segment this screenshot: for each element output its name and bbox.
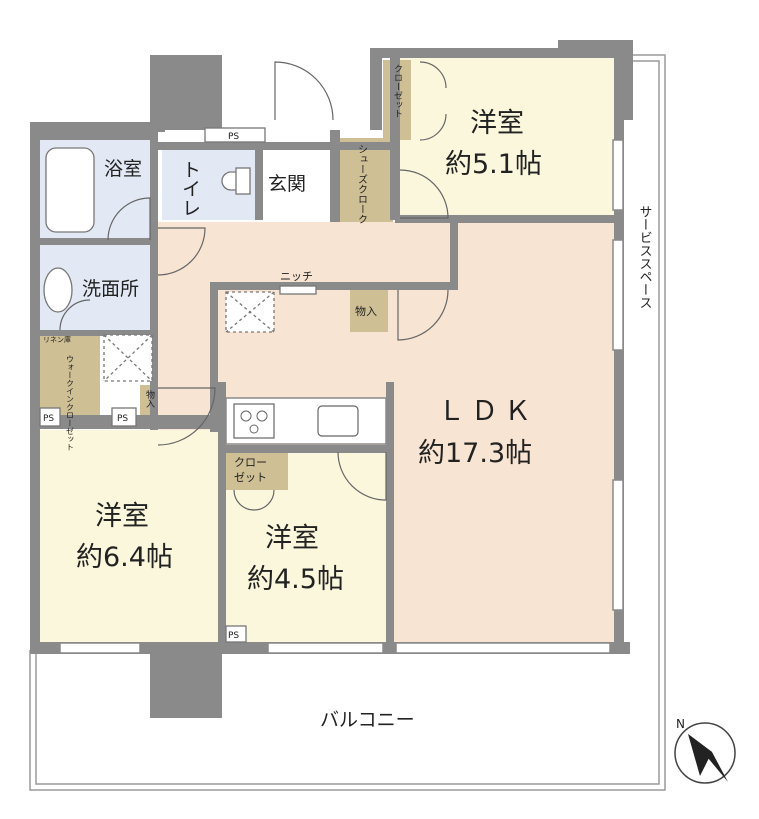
bath-label: 浴室 bbox=[104, 158, 142, 180]
closet-mid-label-1: クロー bbox=[234, 456, 267, 469]
bathtub bbox=[45, 147, 95, 233]
fixtures bbox=[39, 127, 317, 643]
closets bbox=[40, 60, 411, 490]
ldk-size: 約17.3帖 bbox=[418, 438, 532, 469]
niche-label: ニッチ bbox=[280, 270, 313, 283]
western-mid-size: 約4.5帖 bbox=[247, 564, 344, 595]
windows bbox=[59, 139, 624, 654]
interior-walls bbox=[40, 55, 615, 644]
kitchen-counter bbox=[225, 397, 387, 445]
doors bbox=[59, 61, 449, 511]
ldk-name: ＬＤＫ bbox=[438, 396, 537, 427]
western-left-size: 約6.4帖 bbox=[76, 542, 173, 573]
western-mid-name: 洋室 bbox=[265, 523, 319, 554]
compass-north-label: N bbox=[676, 717, 685, 731]
storage-label-ldk: 物入 bbox=[355, 304, 377, 318]
western-top-size: 約5.1帖 bbox=[445, 149, 542, 180]
hall-floor bbox=[158, 222, 458, 382]
ps-box-left2 bbox=[111, 407, 137, 427]
western-left-name: 洋室 bbox=[95, 501, 149, 532]
walkin-closet-label: ウォークインクローゼット bbox=[66, 355, 75, 451]
compass: N bbox=[674, 717, 736, 784]
washroom-label: 洗面所 bbox=[82, 278, 139, 300]
ps-label-mid: PS bbox=[228, 631, 239, 641]
ps-label-left: PS bbox=[43, 414, 54, 424]
linen-label: リネン庫 bbox=[43, 335, 71, 344]
balcony-outline bbox=[29, 54, 666, 791]
western-left-floor bbox=[40, 430, 218, 642]
stove bbox=[233, 403, 275, 439]
service-space-label: サービススペース bbox=[637, 205, 653, 309]
sink bbox=[317, 405, 359, 437]
ps-box-left bbox=[39, 407, 61, 427]
niche-box bbox=[279, 285, 317, 295]
storage-label-hall: 物入 bbox=[144, 389, 155, 408]
ps-box-mid bbox=[225, 625, 247, 643]
closet-mid-label-2: ゼット bbox=[234, 471, 267, 484]
western-top-floor bbox=[398, 58, 614, 218]
wash-basin bbox=[43, 267, 73, 313]
ps-label-top: PS bbox=[228, 132, 239, 142]
shoes-cloak-label: シューズクローク bbox=[356, 144, 368, 224]
balcony-label: バルコニー bbox=[320, 709, 415, 731]
ps-box-top bbox=[204, 127, 266, 143]
closet-top-label: クローゼット bbox=[392, 64, 403, 118]
ps-label-left2: PS bbox=[117, 414, 128, 424]
toilet-label: トイレ bbox=[179, 160, 201, 217]
entrance-label: 玄関 bbox=[268, 173, 306, 195]
western-top-name: 洋室 bbox=[470, 108, 524, 139]
